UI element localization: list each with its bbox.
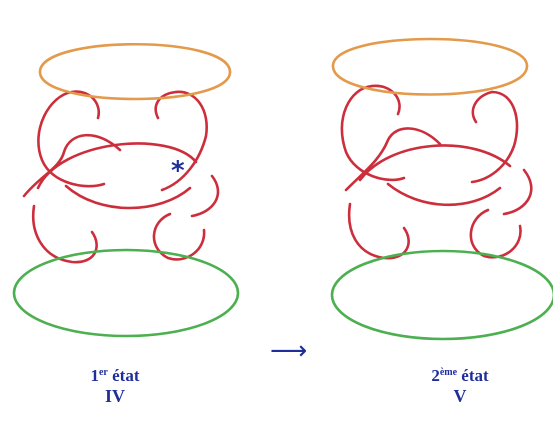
left-knot-diagonal [22, 133, 122, 198]
left-state-label: 1er état [90, 366, 140, 385]
left-knot-middle-arc-bottom [64, 184, 192, 210]
right-knot-lower-right-loop [469, 208, 522, 259]
left-state-numeral: IV [104, 386, 125, 406]
left-knot-upper-left-loop [37, 90, 106, 188]
right-top-ring-front [331, 64, 529, 96]
right-knot-upper-right-loop [470, 90, 519, 184]
left-knot-upper-right-link [154, 90, 178, 120]
right-state-numeral: V [453, 386, 467, 406]
left-knot-lower-left-loop [31, 204, 98, 264]
right-knot-middle-arc-bottom [386, 182, 502, 207]
right-caption: 2ème état V [400, 366, 520, 407]
right-figure [330, 37, 553, 341]
left-knot-upper-left-link [70, 90, 101, 120]
left-top-ring-front [38, 70, 232, 101]
crossing-marker: * [171, 156, 185, 186]
right-knot-lower-left-loop [347, 202, 410, 260]
right-state-label: 2ème état [431, 366, 489, 385]
right-top-ring-back [331, 37, 529, 68]
right-knot-right-crossing [502, 168, 533, 216]
right-bottom-ring [330, 249, 553, 341]
right-knot-upper-right-link [471, 90, 494, 124]
left-knot-upper-right-loop [160, 90, 208, 192]
right-knot-upper-left-loop [340, 84, 406, 182]
transition-arrow: ⟶ [270, 336, 308, 366]
left-figure [12, 43, 240, 338]
right-knot-middle-arc-top [358, 144, 512, 182]
left-top-ring-back [38, 43, 232, 74]
left-caption: 1er état IV [60, 366, 170, 407]
right-knot-diagonal [344, 127, 442, 192]
left-knot-right-crossing [190, 174, 220, 218]
left-bottom-ring [12, 248, 240, 338]
left-knot-lower-right-loop [152, 212, 206, 261]
